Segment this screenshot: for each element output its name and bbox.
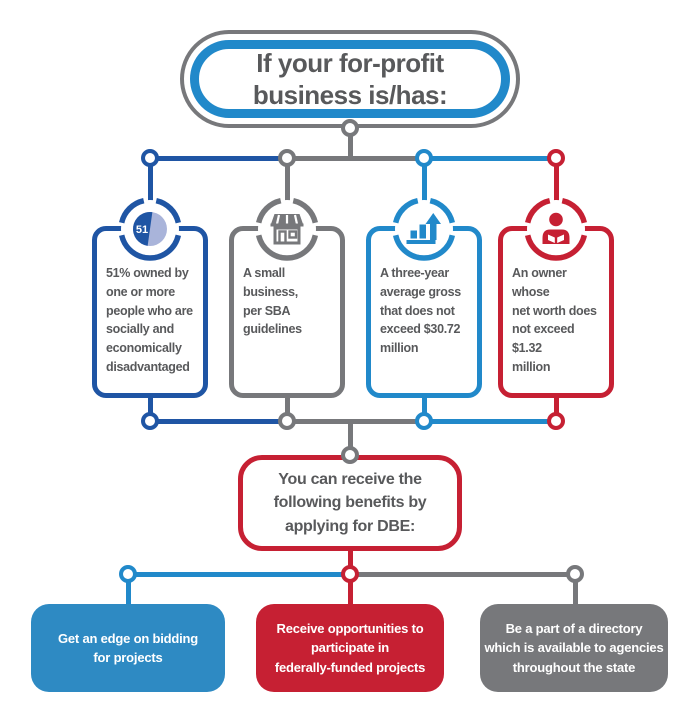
benefits-header-text: You can receive the following benefits b… bbox=[273, 471, 427, 535]
criteria-text: An owner whose net worth does not exceed… bbox=[512, 266, 597, 374]
connector bbox=[284, 158, 290, 204]
criteria-text: A small business, per SBA guidelines bbox=[243, 266, 302, 337]
junction-node bbox=[341, 565, 359, 583]
connector bbox=[150, 155, 287, 161]
benefit-box-federal-projects: Receive opportunities to participate in … bbox=[256, 604, 444, 692]
junction-node bbox=[141, 149, 159, 167]
connector bbox=[553, 396, 559, 421]
junction-node bbox=[415, 412, 433, 430]
junction-node bbox=[278, 412, 296, 430]
storefront-icon bbox=[255, 197, 319, 261]
benefit-text: Get an edge on bidding for projects bbox=[57, 630, 199, 666]
benefit-box-bidding-edge: Get an edge on bidding for projects bbox=[31, 604, 225, 692]
connector bbox=[287, 155, 424, 161]
connector bbox=[350, 571, 575, 577]
connector bbox=[284, 396, 290, 421]
criteria-text: A three-year average gross that does not… bbox=[380, 266, 461, 355]
connector bbox=[150, 418, 287, 424]
connector bbox=[421, 158, 427, 204]
title-pill: If your for-profit business is/has: bbox=[180, 30, 520, 128]
connector bbox=[421, 396, 427, 421]
junction-node bbox=[119, 565, 137, 583]
connector bbox=[424, 418, 556, 424]
page-title: If your for-profit business is/has: bbox=[252, 47, 448, 111]
junction-node bbox=[141, 412, 159, 430]
junction-node bbox=[278, 149, 296, 167]
connector bbox=[147, 396, 153, 421]
connector bbox=[287, 418, 424, 424]
junction-node bbox=[547, 412, 565, 430]
junction-node bbox=[341, 446, 359, 464]
benefit-text: Receive opportunities to participate in … bbox=[274, 620, 426, 675]
connector bbox=[424, 155, 556, 161]
connector bbox=[347, 126, 353, 158]
junction-node bbox=[341, 119, 359, 137]
junction-node bbox=[415, 149, 433, 167]
business-owner-icon bbox=[524, 197, 588, 261]
connector bbox=[347, 421, 353, 455]
title-pill-inner-ring: If your for-profit business is/has: bbox=[190, 40, 510, 118]
bar-chart-growth-icon bbox=[392, 197, 456, 261]
criteria-text: 51% owned by one or more people who are … bbox=[106, 266, 193, 374]
benefit-box-state-directory: Be a part of a directory which is availa… bbox=[480, 604, 668, 692]
junction-node bbox=[566, 565, 584, 583]
connector bbox=[553, 158, 559, 204]
benefits-header-box: You can receive the following benefits b… bbox=[238, 455, 462, 551]
connector bbox=[147, 158, 153, 204]
connector bbox=[572, 574, 578, 608]
junction-node bbox=[547, 149, 565, 167]
connector bbox=[125, 574, 131, 608]
benefit-text: Be a part of a directory which is availa… bbox=[484, 620, 664, 675]
pie-chart-51-icon: 51 bbox=[118, 197, 182, 261]
connector bbox=[128, 571, 350, 577]
pie-badge-label: 51 bbox=[136, 224, 148, 236]
